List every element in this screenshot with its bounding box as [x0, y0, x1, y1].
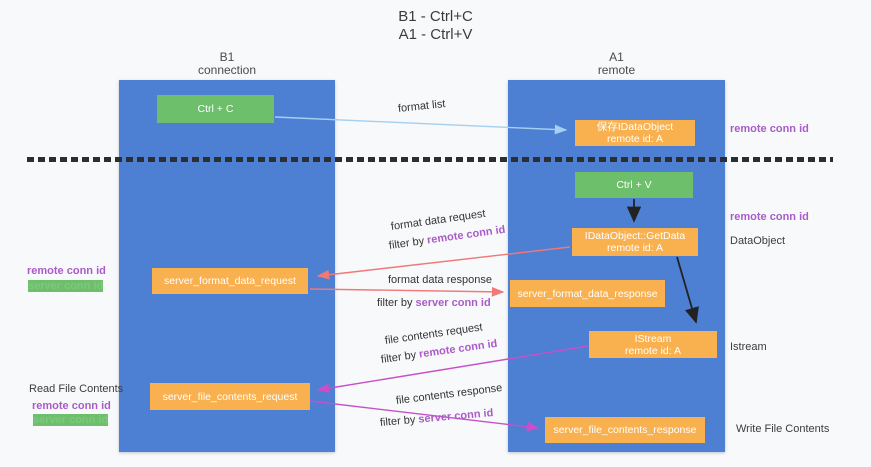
- arrow-format-data-response: [309, 286, 505, 297]
- node-server-format-data-response: server_format_data_response: [510, 280, 665, 307]
- node-istream-line1: IStream: [634, 332, 672, 345]
- diagram-title: B1 - Ctrl+C A1 - Ctrl+V: [0, 8, 871, 44]
- node-ctrl-v-label: Ctrl + V: [616, 179, 652, 191]
- edge-label-format-list: format list: [397, 98, 447, 115]
- annotation-dataobject: DataObject: [730, 235, 786, 247]
- node-server-format-data-request-label: server_format_data_request: [164, 275, 296, 287]
- node-ctrl-c: Ctrl + C: [157, 95, 274, 123]
- node-istream: IStream remote id: A: [589, 331, 717, 358]
- filter-prefix: filter by: [377, 297, 416, 309]
- annotation-left-bottom-server-conn-id: server conn id: [33, 414, 109, 426]
- annotation-left-server-conn-id: server conn id: [28, 280, 104, 292]
- title-line-1: B1 - Ctrl+C: [398, 8, 473, 25]
- edge-label-filter-by-server-1: filter by server conn id: [377, 297, 491, 309]
- filter-id-remote: remote conn id: [426, 223, 507, 247]
- annotation-left-bottom-remote-conn-id: remote conn id: [32, 400, 111, 412]
- edge-label-file-contents-response: file contents response: [395, 382, 503, 407]
- lane-header-b1: B1 connection: [119, 51, 335, 77]
- node-server-file-contents-response: server_file_contents_response: [545, 417, 705, 443]
- node-idataobject-getdata-line2: remote id: A: [606, 242, 664, 254]
- annotation-left-remote-conn-id: remote conn id: [27, 265, 106, 277]
- lane-a1-title: A1: [609, 50, 624, 64]
- node-idataobject-getdata: IDataObject::GetData remote id: A: [572, 228, 698, 256]
- node-idataobject-getdata-line1: IDataObject::GetData: [584, 230, 686, 242]
- node-server-file-contents-request-label: server_file_contents_request: [162, 390, 298, 403]
- node-ctrl-c-label: Ctrl + C: [197, 103, 234, 115]
- node-save-idataobject: 保存IDataObject remote id: A: [575, 120, 695, 146]
- lane-header-a1: A1 remote: [508, 51, 725, 77]
- title-line-2: A1 - Ctrl+V: [398, 26, 473, 43]
- filter-prefix: filter by: [388, 234, 428, 252]
- node-ctrl-v: Ctrl + V: [575, 172, 693, 198]
- node-server-format-data-request: server_format_data_request: [152, 268, 308, 294]
- lane-b1-title: B1: [219, 50, 235, 64]
- annotation-istream: Istream: [730, 341, 767, 353]
- node-istream-line2: remote id: A: [624, 344, 682, 357]
- annotation-remote-conn-id-mid: remote conn id: [730, 211, 809, 223]
- filter-prefix: filter by: [379, 413, 419, 429]
- annotation-read-file-contents: Read File Contents: [29, 383, 124, 395]
- node-save-idataobject-line1: 保存IDataObject: [596, 121, 674, 133]
- filter-id-server: server conn id: [415, 297, 491, 309]
- lane-a1-subtitle: remote: [597, 63, 636, 77]
- edge-label-filter-by-server-2: filter by server conn id: [379, 407, 493, 429]
- node-server-file-contents-response-label: server_file_contents_response: [553, 424, 697, 436]
- filter-id-server: server conn id: [417, 407, 494, 426]
- phase-divider-dashed-line: [27, 157, 833, 162]
- lane-b1-subtitle: connection: [197, 63, 257, 77]
- filter-prefix: filter by: [380, 348, 420, 366]
- node-server-format-data-response-label: server_format_data_response: [517, 287, 658, 300]
- node-save-idataobject-line2: remote id: A: [606, 133, 664, 145]
- filter-id-remote: remote conn id: [418, 337, 499, 361]
- node-server-file-contents-request: server_file_contents_request: [150, 383, 310, 410]
- annotation-remote-conn-id-top: remote conn id: [730, 123, 809, 135]
- edge-label-format-data-response: format data response: [388, 274, 492, 286]
- annotation-write-file-contents: Write File Contents: [736, 423, 830, 435]
